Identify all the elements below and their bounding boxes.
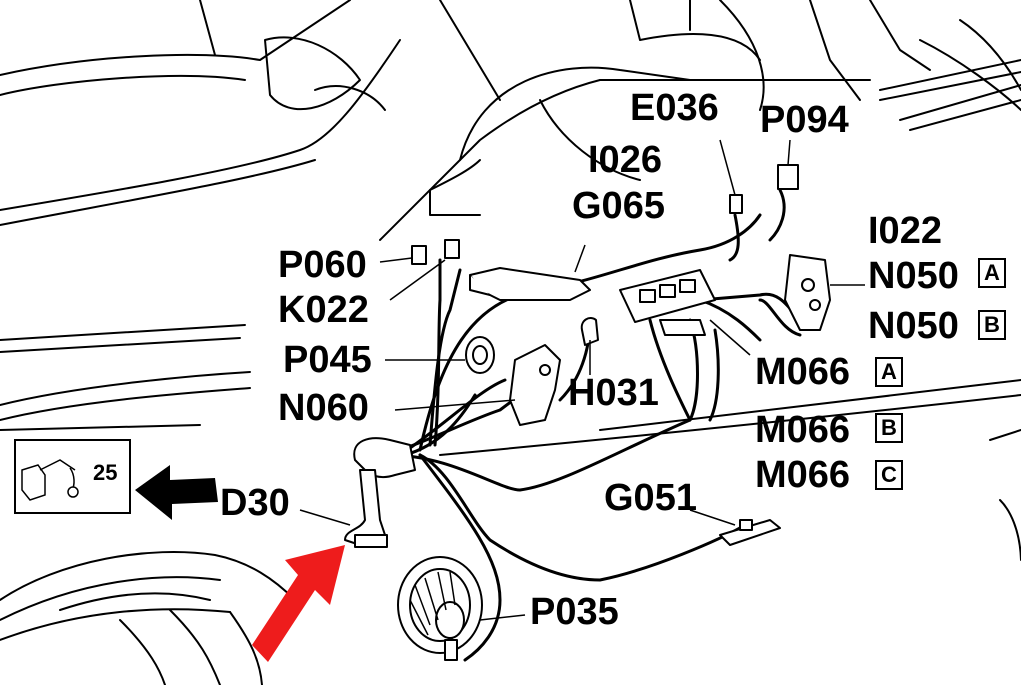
body-outline [599,379,1021,431]
variant-box-n050-a: A [978,258,1006,288]
label-e036: E036 [630,87,719,129]
speaker-p035 [435,601,465,639]
body-outline [0,324,246,341]
label-p035: P035 [530,591,619,633]
wheel-arch [0,608,231,641]
label-m066-a: M066 [755,351,851,393]
d30-connector [354,534,388,548]
inset-number: 25 [93,460,118,485]
connector-p094 [777,164,799,190]
body-outline [959,19,1021,91]
speaker-p035 [444,639,458,661]
label-m066-c: M066 [755,454,851,496]
body-outline [0,387,251,421]
switch-button [659,284,676,298]
variant-box-n050-b: B [978,310,1006,340]
sensor-p045 [472,345,488,365]
switch-button [679,279,696,293]
label-g051: G051 [604,477,697,519]
body-outline [0,337,241,353]
label-g065: G065 [572,185,665,227]
label-h031: H031 [568,372,659,414]
body-outline [264,36,361,111]
door-lock [809,299,821,311]
label-k022: K022 [278,289,369,331]
label-m066-b: M066 [755,409,851,451]
connector-e036 [729,194,743,214]
bulb-h031 [580,317,599,346]
wheel-arch [229,611,263,685]
door-lock [801,278,815,292]
body-outline [429,189,481,216]
wheel-arch [0,551,296,601]
wheel-arch [0,576,221,621]
speaker-ribs [409,571,456,636]
body-outline [0,424,201,431]
red-arrow [252,545,345,662]
connector-k022 [444,239,460,259]
body-outline [439,0,501,101]
leader-lines [299,139,865,621]
body-outline [629,0,761,61]
variant-box-m066-b: B [875,413,903,443]
body-outline [719,0,765,111]
body-outline [459,66,691,161]
body-outline [899,84,1021,121]
body-outline [879,71,1021,101]
sensor-g051 [739,519,753,531]
body-outline [989,429,1021,441]
label-p060: P060 [278,244,367,286]
variant-box-m066-a: A [875,357,903,387]
label-n060: N060 [278,387,369,429]
body-outline [0,75,246,96]
label-n050-b: N050 [868,305,959,347]
label-p045: P045 [283,339,372,381]
body-outline [0,371,251,406]
label-n050-a: N050 [868,255,959,297]
body-outline [429,159,481,191]
wheel-arch [169,609,221,685]
inset-reference-box [14,439,131,514]
door-lock [784,254,831,331]
body-outline [919,39,1021,111]
body-outline [0,39,401,211]
connector-p060 [411,245,427,265]
body-outline [539,99,641,181]
switch-button [639,289,656,303]
label-p094: P094 [760,99,849,141]
label-i022: I022 [868,210,942,252]
body-outline [869,0,931,71]
body-outline [199,0,216,56]
wheel-arch [59,592,211,611]
body-outline [0,0,351,76]
motor-n060 [539,364,551,376]
body-outline [314,85,386,111]
label-i026: I026 [588,139,662,181]
body-outline [999,499,1021,561]
body-outline [809,0,861,101]
label-d30: D30 [220,482,290,524]
d30-connector [344,469,386,546]
wheel-arch [119,619,166,685]
body-outline [0,159,316,226]
door-handle [469,275,491,296]
body-outline [439,394,1021,456]
body-outline [879,59,1021,91]
motor-n060 [509,344,561,426]
variant-box-m066-c: C [875,460,903,490]
body-outline [909,99,1021,131]
switch-bracket [659,319,706,336]
sensor-g051 [719,519,781,546]
body-outline [379,79,601,241]
black-arrow [135,465,218,520]
